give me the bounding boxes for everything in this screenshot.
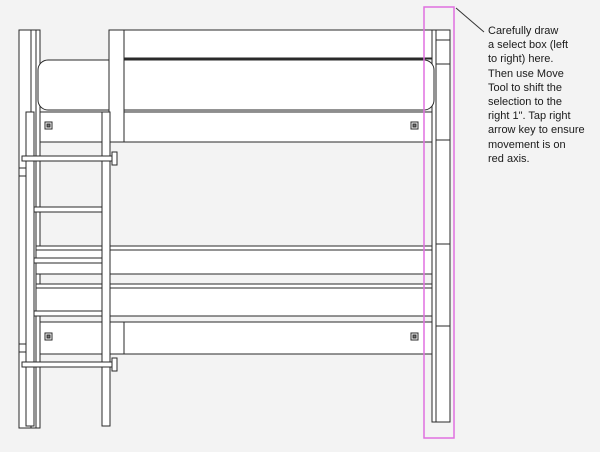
callout-line: to right) here.: [488, 53, 554, 66]
right-post[interactable]: [431, 29, 451, 423]
callout-line: movement is on: [488, 138, 566, 151]
callout-line: Tool to shift the: [488, 81, 562, 94]
callout-line: arrow key to ensure: [488, 124, 585, 137]
callout-line: red axis.: [488, 152, 530, 165]
callout-line: selection to the: [488, 96, 562, 109]
callout-line: right 1". Tap right: [488, 110, 571, 123]
ladder[interactable]: [21, 29, 125, 427]
leader-line: [455, 7, 485, 33]
instruction-callout: Carefully draw a select box (left to rig…: [488, 24, 596, 166]
top-bunk[interactable]: [37, 29, 435, 143]
callout-line: a select box (left: [488, 39, 569, 52]
selection-box[interactable]: [423, 6, 455, 439]
bolt-icon: [44, 121, 419, 341]
callout-line: Then use Move: [488, 67, 564, 80]
callout-line: Carefully draw: [488, 25, 559, 37]
